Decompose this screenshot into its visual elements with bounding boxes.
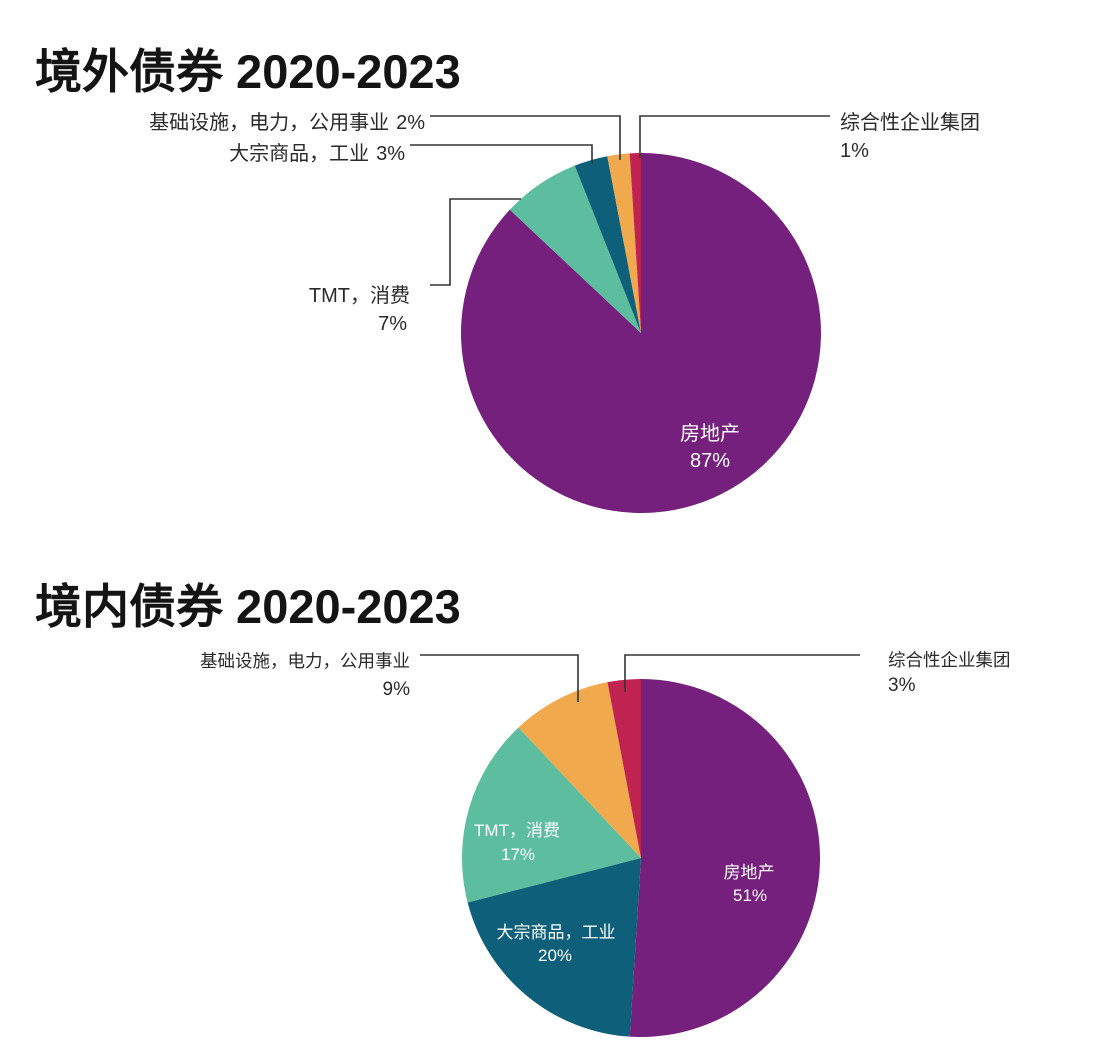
leader-line-infrastructure: [420, 654, 579, 702]
pie-slice-real-estate: [629, 679, 821, 1037]
pie-slice-commodities-industrial: [574, 156, 641, 333]
label-real-estate-name: 房地产: [724, 863, 775, 882]
pie-slice-tmt-consumer: [509, 165, 641, 333]
label-tmt-name: TMT，消费: [474, 821, 560, 840]
label-commodities-name: 大宗商品，工业: [229, 142, 369, 165]
label-tmt-name: TMT，消费: [309, 284, 410, 307]
label-infrastructure-value: 9%: [383, 679, 411, 700]
pie-slice-conglomerates: [629, 153, 641, 333]
label-infrastructure-name: 基础设施，电力，公用事业: [149, 111, 389, 134]
pie-1-slices: [462, 679, 821, 1037]
chart-title: 境内债券 2020-2023: [35, 580, 461, 633]
label-commodities-name: 大宗商品，工业: [497, 923, 616, 942]
label-conglomerates-value: 1%: [840, 140, 869, 162]
leader-line-conglomerates: [639, 115, 830, 158]
chart-title: 境外债券 2020-2023: [35, 45, 461, 98]
label-infrastructure-name: 基础设施，电力，公用事业: [200, 651, 410, 671]
label-real-estate-name: 房地产: [680, 422, 740, 445]
leader-line-commodities: [410, 144, 593, 164]
leader-line-infrastructure: [430, 115, 621, 160]
pie-slice-conglomerates: [607, 679, 641, 858]
onshore-bond-chart: 境内债券 2020-2023 基础设施，电力，公用事业 9% 综合性企业集团 3…: [35, 580, 1011, 1037]
pie-0-slices: [461, 153, 822, 513]
label-conglomerates-name: 综合性企业集团: [840, 111, 980, 134]
pie-0-leader-lines: [410, 115, 830, 286]
label-tmt-value: 7%: [378, 313, 407, 335]
pie-slice-infrastructure-power-utilities: [518, 682, 641, 858]
label-commodities: 大宗商品，工业 3%: [229, 142, 405, 165]
pie-1-leader-lines: [420, 654, 860, 702]
pie-slice-infrastructure-power-utilities: [607, 153, 641, 333]
label-conglomerates-value: 3%: [888, 675, 916, 696]
label-infrastructure: 基础设施，电力，公用事业 2%: [149, 111, 425, 134]
label-conglomerates-name: 综合性企业集团: [888, 650, 1011, 670]
label-real-estate-value: 87%: [690, 450, 730, 472]
pie-slice-commodities-industrial: [467, 858, 641, 1037]
label-commodities-value: 3%: [376, 143, 405, 165]
label-tmt-value: 17%: [501, 845, 535, 864]
label-commodities-value: 20%: [538, 946, 572, 965]
pie-slice-tmt-consumer: [462, 727, 641, 903]
leader-line-tmt: [430, 198, 521, 286]
label-infrastructure-value: 2%: [396, 112, 425, 134]
leader-line-conglomerates: [624, 654, 860, 692]
label-real-estate-value: 51%: [733, 886, 767, 905]
